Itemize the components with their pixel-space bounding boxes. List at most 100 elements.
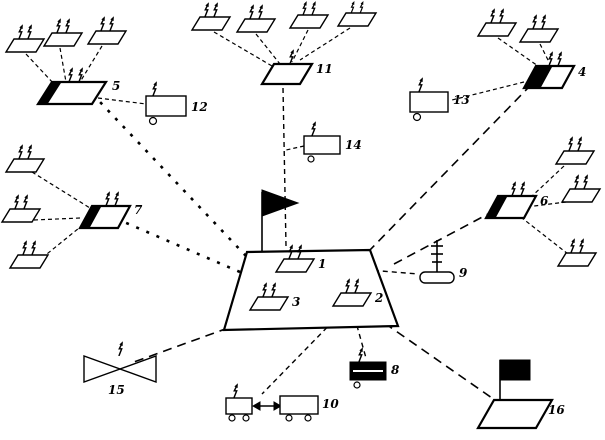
antenna-bolt-icon [418,76,424,92]
radio-symbol [0,208,42,223]
link-u-7a [31,171,91,209]
post-outline [260,62,314,86]
link-u-6c [521,217,569,255]
antenna-bolt-icon [78,66,84,82]
post-band [485,195,508,219]
antenna-bolt-icon [359,0,365,13]
antenna-bolt-icon [14,193,20,209]
link-cp-6 [393,213,489,265]
post-band [37,81,62,105]
links [25,27,569,399]
radio-symbol [336,12,378,27]
radio-symbol [248,296,290,311]
subscriber-unit [288,0,330,29]
radio-symbol [274,258,316,273]
antenna-bolt-icon [22,239,28,255]
wheel-icon [304,414,312,422]
tow-arrow-icon [251,401,283,411]
node-label: 2 [374,291,383,305]
antenna-bolt-icon [114,190,120,206]
radio-symbol [560,188,602,203]
vehicle-group-10: 10 [225,382,339,422]
cluster-5: 5 12 [4,15,208,126]
wheel-icon [285,414,293,422]
antenna-bolt-icon [152,80,158,96]
antenna-bolt-icon [27,143,33,159]
antenna-bolt-icon [532,13,538,29]
antenna-bolt-icon [490,7,496,23]
radio-symbol [8,254,50,269]
wheel-icon [307,155,315,163]
antenna-bolt-icon [570,237,576,253]
radio-set-3: 3 [248,281,300,311]
antenna-bolt-icon [577,135,583,151]
radio-symbol [288,14,330,29]
antenna-bolt-icon [18,23,24,39]
antenna-bolt-icon [27,23,33,39]
post-outline [476,398,554,430]
antenna-bolt-icon [499,7,505,23]
subscriber-unit [42,17,84,47]
antenna-bolt-icon [574,173,580,189]
radio-station-14: 14 [303,120,362,163]
antenna-bolt-icon [541,13,547,29]
subscriber-unit [556,237,598,267]
link-u-7b [33,217,81,221]
antenna-bolt-icon [258,3,264,19]
link-u-6a [529,165,565,199]
radio-symbol [4,158,46,173]
antenna-bolt-icon [511,180,517,196]
radio-symbol [476,22,518,37]
radio-symbol [4,38,46,53]
antenna-bolt-icon [23,193,29,209]
node-label: 4 [578,65,586,79]
link-cp-4 [367,87,529,253]
node-label: 12 [191,100,208,114]
radio-symbol [86,30,128,45]
antenna-bolt-icon [18,143,24,159]
radio-symbol [518,28,560,43]
link-4-13 [451,81,525,101]
radio-symbol [556,252,598,267]
receiver-9: 9 [419,240,468,284]
link-u-5b [59,47,67,83]
radio-box [145,95,187,117]
antenna-bolt-icon [520,180,526,196]
wheel-icon [148,116,158,126]
antenna-bolt-icon [105,190,111,206]
antenna-bolt-icon [56,17,62,33]
antenna-bolt-icon [233,382,239,398]
antenna-bolt-icon [311,120,317,136]
link-14-11 [285,145,305,151]
node-label: 7 [134,203,143,217]
antenna-15: 15 [83,340,157,397]
radio-symbol [235,18,277,33]
command-post: 1 3 2 [222,189,400,332]
radio-symbol [331,292,373,307]
subscriber-unit [554,135,596,165]
cluster-7: 7 [0,143,143,269]
node-label: 9 [459,266,468,280]
antenna-bolt-icon [68,66,74,82]
post-7: 7 [78,190,143,230]
relay-post-11: 11 [260,48,333,86]
antenna-bolt-icon [311,0,317,15]
node-label: 1 [318,257,326,271]
node-label: 11 [316,62,333,76]
antenna-bolt-icon [583,173,589,189]
link-u-11b [255,33,281,65]
node-label: 16 [548,403,565,417]
node-label: 10 [322,397,339,411]
radio-symbol [554,150,596,165]
radio-cart [225,382,253,422]
antenna-bolt-icon [65,17,71,33]
cluster-4: 4 13 [409,7,586,122]
post-6: 6 [484,180,549,220]
link-u-7c [41,223,85,259]
antenna-bolt-icon [31,239,37,255]
post-band [79,205,102,229]
antenna-bolt-icon [579,237,585,253]
link-5-12 [97,97,147,105]
node-label: 5 [112,79,120,93]
